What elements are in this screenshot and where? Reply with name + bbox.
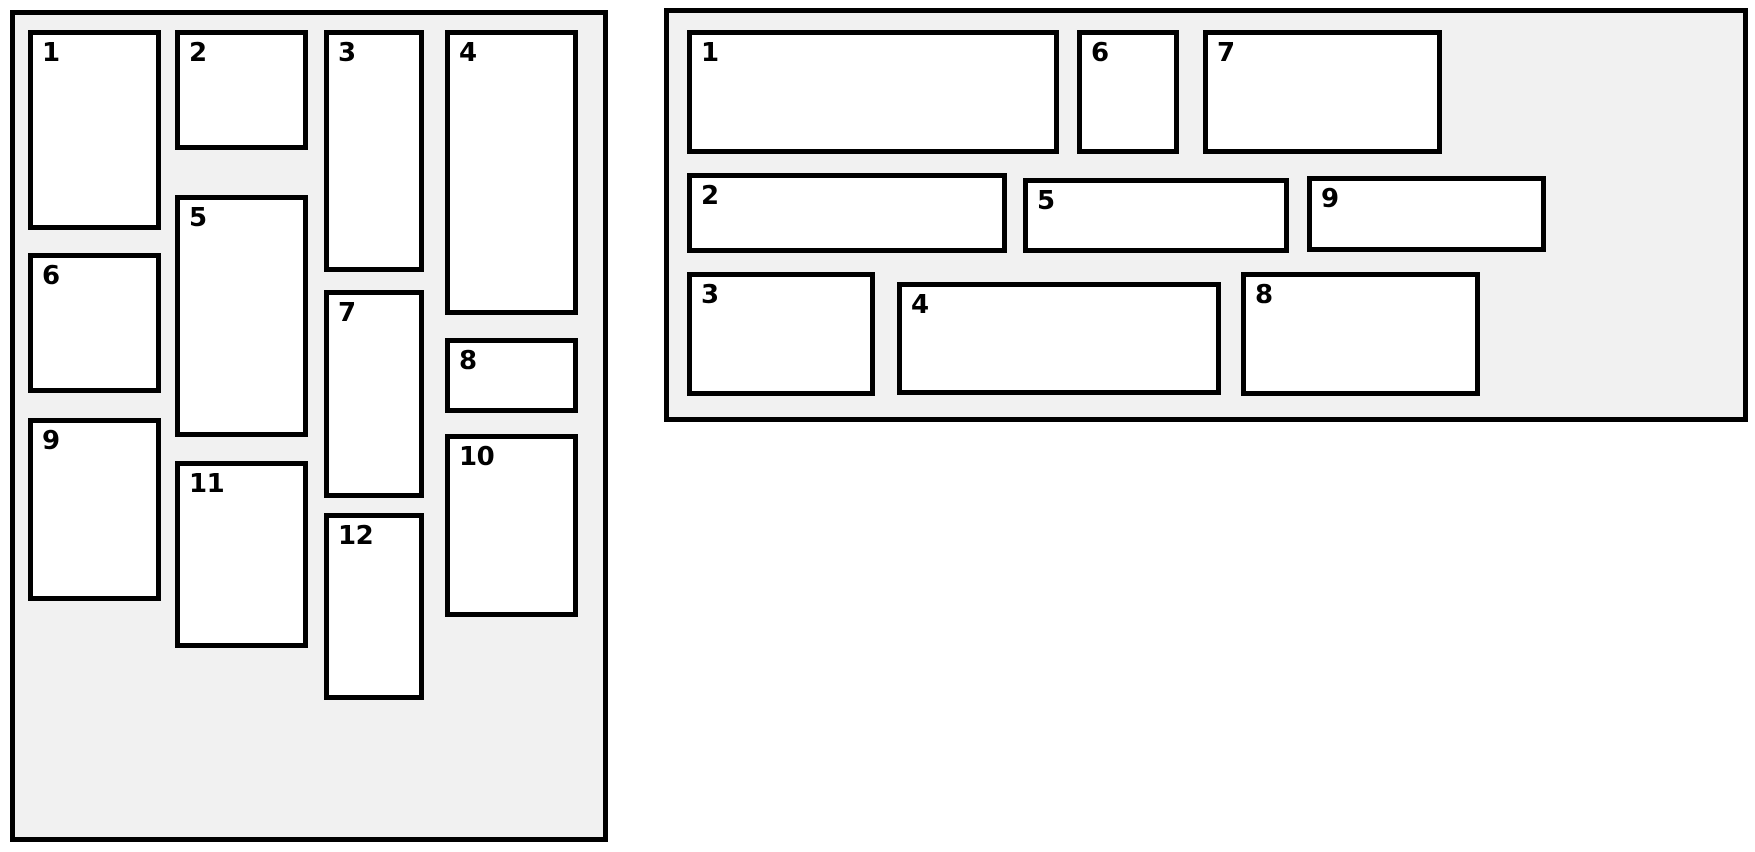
packed-rect-label: 4 <box>459 38 477 68</box>
packed-rect-10[interactable]: 10 <box>445 434 578 617</box>
packed-rect-label: 10 <box>459 442 495 472</box>
packed-rect-label: 2 <box>701 181 719 211</box>
packed-rect-label: 11 <box>189 469 225 499</box>
packed-rect-label: 2 <box>189 38 207 68</box>
packed-rect-8[interactable]: 8 <box>445 338 578 413</box>
packed-rect-label: 12 <box>338 521 374 551</box>
packed-rect-11[interactable]: 11 <box>175 461 308 648</box>
packed-rect-7[interactable]: 7 <box>324 290 424 498</box>
packed-rect-8[interactable]: 8 <box>1241 272 1480 396</box>
packed-rect-3[interactable]: 3 <box>687 272 875 396</box>
packed-rect-1[interactable]: 1 <box>28 30 161 230</box>
packed-rect-label: 8 <box>1255 280 1273 310</box>
packed-rect-label: 9 <box>1321 184 1339 214</box>
packed-rect-7[interactable]: 7 <box>1203 30 1442 154</box>
packed-rect-1[interactable]: 1 <box>687 30 1059 154</box>
packed-rect-2[interactable]: 2 <box>687 173 1007 253</box>
packed-rect-5[interactable]: 5 <box>175 195 308 437</box>
packed-rect-5[interactable]: 5 <box>1023 178 1289 253</box>
packed-rect-12[interactable]: 12 <box>324 513 424 700</box>
packed-rect-label: 3 <box>338 38 356 68</box>
packed-rect-2[interactable]: 2 <box>175 30 308 150</box>
packed-rect-6[interactable]: 6 <box>1077 30 1179 154</box>
packed-rect-label: 6 <box>42 261 60 291</box>
packed-rect-3[interactable]: 3 <box>324 30 424 272</box>
packed-rect-label: 4 <box>911 290 929 320</box>
packed-rect-9[interactable]: 9 <box>1307 176 1546 252</box>
packed-rect-6[interactable]: 6 <box>28 253 161 393</box>
packed-rect-label: 9 <box>42 426 60 456</box>
packed-rect-label: 3 <box>701 280 719 310</box>
packed-rect-label: 7 <box>338 298 356 328</box>
packed-rect-4[interactable]: 4 <box>445 30 578 315</box>
packed-rect-label: 5 <box>189 203 207 233</box>
packed-rect-label: 7 <box>1217 38 1235 68</box>
packed-rect-label: 8 <box>459 346 477 376</box>
packed-rect-9[interactable]: 9 <box>28 418 161 601</box>
packed-rect-label: 1 <box>42 38 60 68</box>
packed-rect-4[interactable]: 4 <box>897 282 1221 395</box>
packed-rect-label: 6 <box>1091 38 1109 68</box>
packed-rect-label: 1 <box>701 38 719 68</box>
packed-rect-label: 5 <box>1037 186 1055 216</box>
